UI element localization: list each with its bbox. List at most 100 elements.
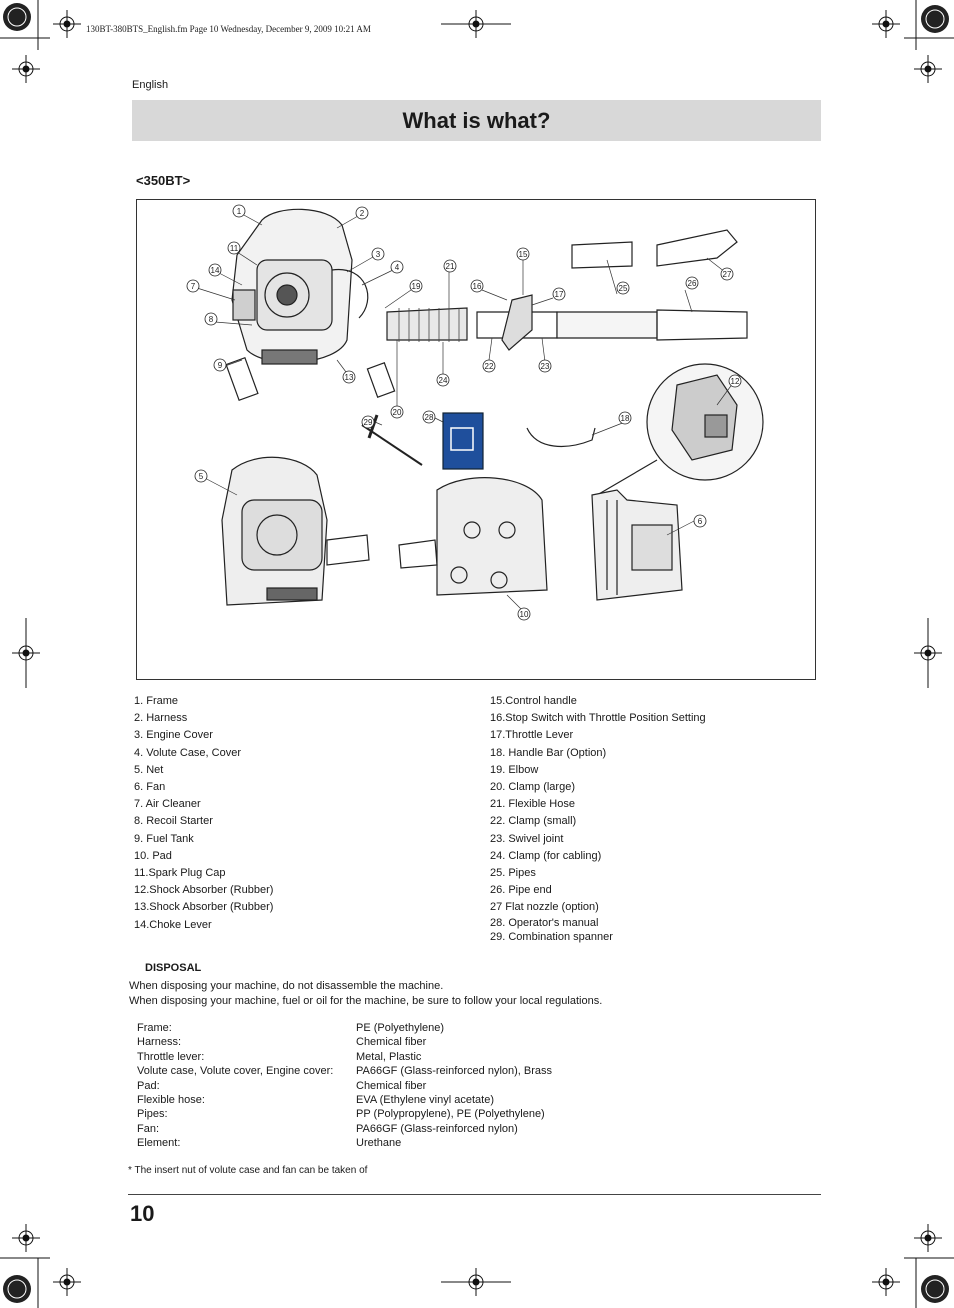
callout-25: 25 [619,284,628,293]
parts-list-left: 1. Frame 2. Harness 3. Engine Cover 4. V… [134,693,273,934]
callout-15: 15 [519,250,528,259]
list-item: 4. Volute Case, Cover [134,746,242,759]
material-value: PA66GF (Glass-reinforced nylon), Brass [356,1065,553,1078]
callout-1: 1 [237,207,242,216]
material-part: Harness: [137,1036,182,1049]
list-item: 29. Combination spanner [490,931,613,943]
parts-diagram: 1 2 3 4 5 6 7 8 9 10 11 12 13 14 15 16 1… [136,199,816,680]
list-item: 28. Operator's manual [490,917,599,929]
list-item: 7. Air Cleaner [134,798,201,811]
callout-21: 21 [446,262,455,271]
callout-11: 11 [230,244,239,253]
list-item: 2. Harness [134,712,188,725]
list-item: 18. Handle Bar (Option) [490,746,607,759]
callout-20: 20 [393,408,402,417]
callout-27: 27 [723,270,732,279]
material-part: Frame: [137,1022,172,1034]
lower-view-right-illustration [591,489,683,601]
language-label: English [132,79,169,91]
list-item: 27 Flat nozzle (option) [490,901,599,914]
callout-16: 16 [473,282,482,291]
callout-7: 7 [191,282,196,291]
list-item: 21. Flexible Hose [490,798,575,811]
list-item: 23. Swivel joint [490,832,564,845]
callout-14: 14 [211,266,220,275]
model-label: <350BT> [136,173,191,188]
list-item: 1. Frame [134,695,179,707]
list-item: 22. Clamp (small) [490,815,577,828]
lower-view-center-illustration [398,477,548,596]
page-title: What is what? [402,107,551,133]
callout-3: 3 [376,250,381,259]
callout-24: 24 [439,376,448,385]
disposal-line: When disposing your machine, do not disa… [129,980,444,992]
material-part: Element: [137,1137,181,1150]
callout-17: 17 [555,290,564,299]
list-item: 6. Fan [134,781,166,794]
spanner-illustration [361,414,423,466]
callout-6: 6 [698,517,703,526]
callout-22: 22 [485,362,494,371]
callout-8: 8 [209,315,214,324]
list-item: 25. Pipes [490,867,536,880]
blower-unit-illustration [225,208,396,402]
operators-manual-illustration [442,412,484,470]
footer-divider [128,1194,821,1195]
parts-list-right: 15.Control handle 16.Stop Switch with Th… [490,693,706,917]
disposal-line: When disposing your machine, fuel or oil… [129,994,603,1007]
materials-value-column: PE (Polyethylene) Chemical fiber Metal, … [356,1021,552,1151]
callout-28: 28 [425,413,434,422]
list-item: 10. Pad [134,849,172,862]
list-item: 20. Clamp (large) [490,781,575,794]
callout-5: 5 [199,472,204,481]
materials-parts-column: Frame: Harness: Throttle lever: Volute c… [137,1021,333,1151]
material-part: Flexible hose: [137,1094,205,1107]
material-value: Urethane [356,1137,402,1150]
material-part: Pad: [137,1079,160,1092]
list-item: 16.Stop Switch with Throttle Position Se… [490,712,706,725]
list-item: 9. Fuel Tank [134,832,194,845]
list-item: 8. Recoil Starter [134,815,213,828]
callout-19: 19 [412,282,421,291]
lower-view-left-illustration [221,456,370,606]
list-item: 24. Clamp (for cabling) [490,849,602,862]
callout-18: 18 [621,414,630,423]
callout-13: 13 [345,373,354,382]
disposal-text: When disposing your machine, do not disa… [129,979,602,1008]
crosshair-marks [12,10,942,1296]
parts-list-tail: 28. Operator's manual 29. Combination sp… [490,916,613,944]
disposal-heading: DISPOSAL [145,962,202,974]
list-item: 17.Throttle Lever [490,729,574,742]
material-part: Pipes: [137,1108,168,1121]
callout-4: 4 [395,263,400,272]
print-header-line: 130BT-380BTS_English.fm Page 10 Wednesda… [86,24,371,34]
material-value: Chemical fiber [356,1079,427,1092]
material-value: EVA (Ethylene vinyl acetate) [356,1094,494,1107]
callout-23: 23 [541,362,550,371]
material-value: PE (Polyethylene) [356,1022,445,1034]
material-value: Chemical fiber [356,1036,427,1049]
callout-9: 9 [218,361,223,370]
callout-10: 10 [520,610,529,619]
list-item: 3. Engine Cover [134,729,213,742]
material-part: Fan: [137,1122,160,1135]
list-item: 13.Shock Absorber (Rubber) [134,901,274,914]
footnote: * The insert nut of volute case and fan … [128,1165,368,1176]
list-item: 11.Spark Plug Cap [134,867,226,880]
list-item: 5. Net [134,763,164,776]
handle-bar-illustration [526,427,596,448]
material-part: Volute case, Volute cover, Engine cover: [137,1065,334,1078]
callout-29: 29 [364,418,373,427]
page-number: 10 [130,1201,155,1226]
material-value: Metal, Plastic [356,1050,422,1063]
list-item: 26. Pipe end [490,884,552,897]
callout-26: 26 [688,279,697,288]
callout-2: 2 [360,209,365,218]
list-item: 19. Elbow [490,763,539,776]
hose-and-pipes-illustration [386,229,748,351]
color-target-marks [3,3,949,1303]
list-item: 15.Control handle [490,695,577,707]
title-bar: What is what? [132,100,821,141]
material-value: PP (Polypropylene), PE (Polyethylene) [356,1108,545,1121]
callout-12: 12 [731,377,740,386]
